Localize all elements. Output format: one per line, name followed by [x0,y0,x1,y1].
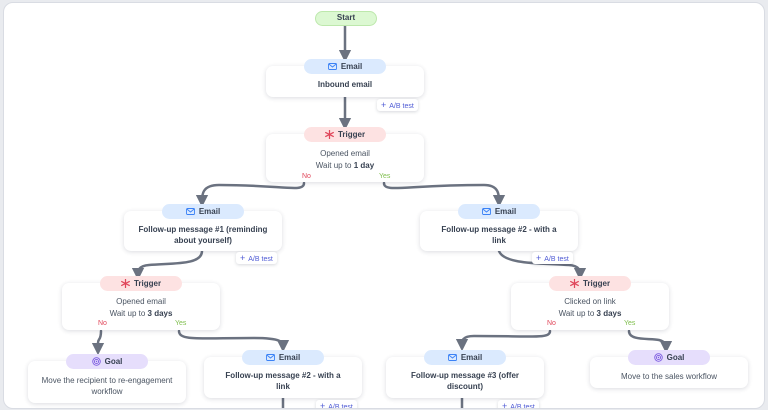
wait-value: 3 days [147,309,173,318]
trigger-node-opened[interactable]: Trigger Opened email Wait up to 1 day [266,127,424,182]
node-type-label: Email [278,353,301,362]
mail-icon [481,208,491,215]
target-icon [653,353,663,362]
branch-yes-label: Yes [624,320,636,327]
node-type-label: Trigger [133,279,162,288]
ab-test-button[interactable]: +A/B test [377,99,418,111]
email-pill: Email [424,350,506,365]
node-type-label: Goal [104,357,123,366]
wire-trigger-no [195,181,306,208]
node-type-label: Email [494,207,517,216]
ab-test-label: A/B test [544,256,569,263]
trigger-icon [325,130,334,139]
goal-node-sales[interactable]: Goal Move to the sales workflow [590,350,748,388]
node-type-label: Email [460,353,483,362]
email-node-inbound[interactable]: Email Inbound email [266,59,424,97]
node-title: Follow-up message #2 - with a link [225,371,341,391]
trigger-pill: Trigger [304,127,386,142]
node-title: Follow-up message #3 (offer discount) [410,371,520,391]
trigger-condition: Opened email [116,297,166,306]
trigger-icon [570,279,579,288]
email-node-followup-2[interactable]: Email Follow-up message #2 - with a link [420,204,578,251]
wait-prefix: Wait up to [558,309,595,318]
wire-left-email-trigger [131,249,204,281]
node-title: Inbound email [317,80,373,89]
ab-test-button[interactable]: +A/B test [532,252,573,264]
ab-test-label: A/B test [248,256,273,263]
ab-test-label: A/B test [389,103,414,110]
trigger-wait: Wait up to 1 day [272,160,418,171]
trigger-pill: Trigger [100,276,182,291]
trigger-wait: Wait up to 3 days [517,308,663,319]
ab-test-button[interactable]: +A/B test [236,252,277,264]
plus-icon: + [502,401,508,409]
trigger-condition: Opened email [320,149,370,158]
node-type-label: Trigger [337,130,366,139]
node-title: Follow-up message #2 - with a link [441,225,557,245]
trigger-condition: Clicked on link [564,297,616,306]
mail-icon [447,354,457,361]
branch-yes-label: Yes [175,320,187,327]
target-icon [91,357,101,366]
wait-value: 3 days [596,309,622,318]
email-pill: Email [458,204,540,219]
wire-trigger-yes [382,181,506,208]
branch-no-label: No [547,320,556,327]
email-pill: Email [242,350,324,365]
email-pill: Email [162,204,244,219]
start-node[interactable]: Start [315,11,377,26]
email-node-followup-1[interactable]: Email Follow-up message #1 (reminding ab… [124,204,282,251]
node-type-label: Email [340,62,363,71]
node-type-label: Trigger [582,279,611,288]
trigger-pill: Trigger [549,276,631,291]
trigger-node-clicked[interactable]: Trigger Clicked on link Wait up to 3 day… [511,276,669,330]
mail-icon [327,63,337,70]
trigger-node-opened-left[interactable]: Trigger Opened email Wait up to 3 days [62,276,220,330]
plus-icon: + [536,253,542,263]
plus-icon: + [381,100,387,110]
branch-no-label: No [98,320,107,327]
wire-left-trigger-yes [177,329,290,353]
branch-no-label: No [302,173,311,180]
node-title: Follow-up message #1 (reminding about yo… [138,225,268,245]
wire-right-email-trigger [497,249,587,281]
start-label: Start [336,13,356,22]
wait-value: 1 day [353,161,375,170]
ab-test-label: A/B test [328,404,353,409]
ab-test-label: A/B test [510,404,535,409]
wait-prefix: Wait up to [109,309,146,318]
branch-yes-label: Yes [379,173,391,180]
ab-test-button[interactable]: +A/B test [498,400,539,409]
wait-prefix: Wait up to [315,161,352,170]
goal-pill: Goal [66,354,148,369]
node-type-label: Email [198,207,221,216]
wire-right-trigger-yes [627,329,673,354]
trigger-wait: Wait up to 3 days [68,308,214,319]
node-type-label: Goal [666,353,685,362]
goal-title: Move to the sales workflow [620,372,718,381]
goal-node-reengagement[interactable]: Goal Move the recipient to re-engagement… [28,354,186,403]
goal-title: Move the recipient to re-engagement work… [41,376,173,396]
trigger-icon [121,279,130,288]
workflow-canvas[interactable]: Start Email Inbound email +A/B test Trig… [3,2,765,409]
wire-right-trigger-no [455,329,552,352]
wire-left-trigger-no [91,329,105,356]
mail-icon [265,354,275,361]
mail-icon [185,208,195,215]
email-node-followup-3[interactable]: Email Follow-up message #3 (offer discou… [386,350,544,398]
ab-test-button[interactable]: +A/B test [316,400,357,409]
plus-icon: + [320,401,326,409]
plus-icon: + [240,253,246,263]
email-pill: Email [304,59,386,74]
email-node-followup-2-bottom[interactable]: Email Follow-up message #2 - with a link [204,350,362,398]
goal-pill: Goal [628,350,710,365]
connector-lines [91,23,673,408]
